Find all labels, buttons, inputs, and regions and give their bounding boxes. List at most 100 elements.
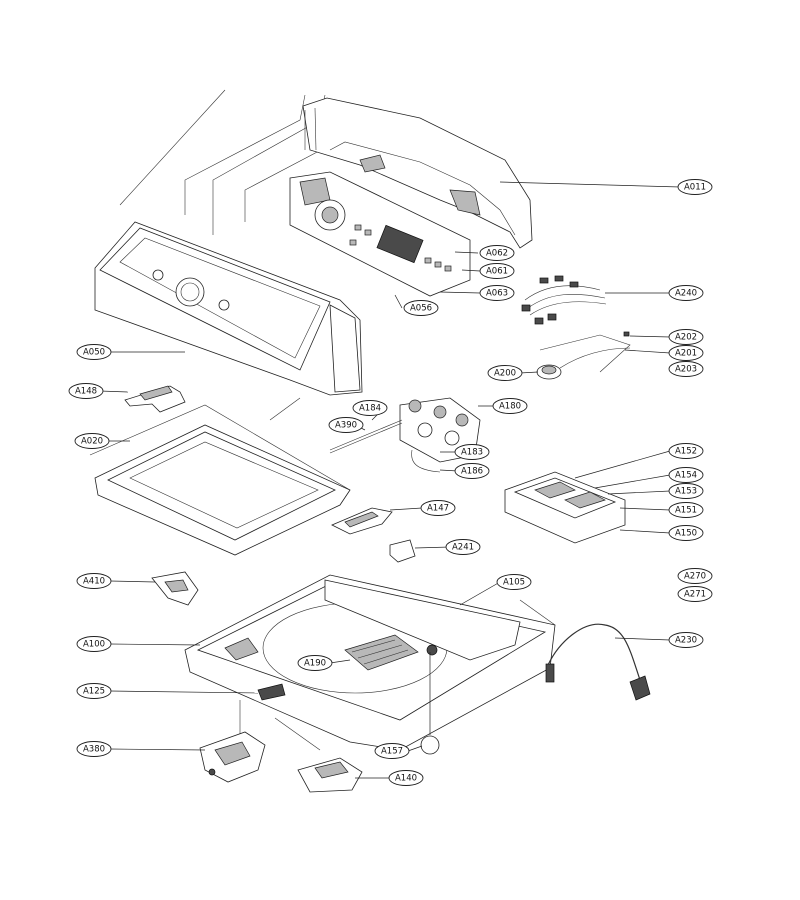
part-label-a105: A105 — [496, 574, 532, 590]
part-label-text: A011 — [684, 183, 706, 193]
part-label-text: A271 — [684, 590, 706, 600]
part-a148-bracket — [124, 385, 186, 413]
part-label-oval — [454, 463, 490, 479]
part-label-text: A230 — [675, 636, 697, 646]
part-label-a241: A241 — [445, 539, 481, 555]
part-label-oval — [445, 539, 481, 555]
part-label-oval — [328, 417, 364, 433]
part-label-text: A203 — [675, 365, 697, 375]
part-label-a186: A186 — [454, 463, 490, 479]
part-a050-control-panel — [94, 221, 363, 396]
part-label-oval — [76, 683, 112, 699]
part-label-oval — [677, 179, 713, 195]
part-label-oval — [677, 568, 713, 584]
part-a020-lid — [94, 424, 351, 556]
part-label-a380: A380 — [76, 741, 112, 757]
part-label-oval — [496, 574, 532, 590]
part-label-oval — [74, 433, 110, 449]
part-label-oval — [388, 770, 424, 786]
part-label-text: A140 — [395, 774, 417, 784]
part-a410-filter — [151, 571, 199, 606]
part-label-a154: A154 — [668, 467, 704, 483]
part-label-text: A183 — [461, 448, 483, 458]
part-a241-cap — [389, 539, 416, 563]
part-label-text: A201 — [675, 349, 697, 359]
part-label-oval — [668, 285, 704, 301]
part-label-oval — [374, 743, 410, 759]
part-label-oval — [76, 741, 112, 757]
part-label-a151: A151 — [668, 502, 704, 518]
part-label-text: A105 — [503, 578, 525, 588]
part-label-text: A380 — [83, 745, 105, 755]
part-a011-panel-cover — [302, 97, 533, 249]
part-label-text: A202 — [675, 333, 697, 343]
part-a061-control-board — [289, 171, 471, 297]
part-label-a183: A183 — [454, 444, 490, 460]
part-a140-module — [297, 757, 363, 793]
part-label-a230: A230 — [668, 632, 704, 648]
part-a150-dispenser — [504, 471, 626, 544]
part-label-text: A061 — [486, 267, 508, 277]
part-labels: A011A062A061A063A056A240A202A201A203A200… — [68, 179, 713, 786]
part-label-text: A020 — [81, 437, 103, 447]
part-label-a270: A270 — [677, 568, 713, 584]
part-label-text: A240 — [675, 289, 697, 299]
part-a230-power-cord — [545, 623, 651, 701]
part-label-a061: A061 — [479, 263, 515, 279]
part-label-oval — [668, 345, 704, 361]
part-label-oval — [668, 329, 704, 345]
part-label-oval — [454, 444, 490, 460]
part-label-a140: A140 — [388, 770, 424, 786]
part-a190-insert — [344, 634, 419, 671]
part-label-oval — [668, 467, 704, 483]
part-label-text: A410 — [83, 577, 105, 587]
part-a200-pressure-switch — [536, 331, 631, 380]
part-label-text: A151 — [675, 506, 697, 516]
part-label-text: A147 — [427, 504, 449, 514]
part-label-text: A152 — [675, 447, 697, 457]
part-label-oval — [668, 443, 704, 459]
part-label-oval — [68, 383, 104, 399]
part-label-text: A056 — [410, 304, 432, 314]
part-label-oval — [479, 245, 515, 261]
part-label-text: A241 — [452, 543, 474, 553]
part-label-text: A125 — [83, 687, 105, 697]
part-label-text: A184 — [359, 404, 381, 414]
part-label-a150: A150 — [668, 525, 704, 541]
part-label-text: A062 — [486, 249, 508, 259]
part-label-a011: A011 — [677, 179, 713, 195]
part-label-a020: A020 — [74, 433, 110, 449]
part-label-oval — [76, 573, 112, 589]
part-label-text: A050 — [83, 348, 105, 358]
part-label-oval — [352, 400, 388, 416]
part-label-a125: A125 — [76, 683, 112, 699]
part-label-oval — [403, 300, 439, 316]
part-label-oval — [668, 502, 704, 518]
part-label-a100: A100 — [76, 636, 112, 652]
part-label-a410: A410 — [76, 573, 112, 589]
assembly-guide-lines — [89, 89, 556, 751]
part-label-a056: A056 — [403, 300, 439, 316]
part-label-a157: A157 — [374, 743, 410, 759]
part-label-oval — [76, 636, 112, 652]
part-label-a180: A180 — [492, 398, 528, 414]
part-label-text: A270 — [684, 572, 706, 582]
part-label-oval — [668, 525, 704, 541]
part-label-oval — [668, 361, 704, 377]
part-label-a240: A240 — [668, 285, 704, 301]
part-a180-water-valve — [329, 397, 481, 473]
part-label-oval — [492, 398, 528, 414]
part-label-a203: A203 — [668, 361, 704, 377]
part-label-text: A153 — [675, 487, 697, 497]
part-label-oval — [487, 365, 523, 381]
part-label-a390: A390 — [328, 417, 364, 433]
part-label-oval — [668, 483, 704, 499]
part-label-a062: A062 — [479, 245, 515, 261]
part-label-text: A063 — [486, 289, 508, 299]
part-label-a063: A063 — [479, 285, 515, 301]
part-label-oval — [479, 285, 515, 301]
part-label-oval — [420, 500, 456, 516]
part-label-text: A148 — [75, 387, 97, 397]
part-label-text: A100 — [83, 640, 105, 650]
